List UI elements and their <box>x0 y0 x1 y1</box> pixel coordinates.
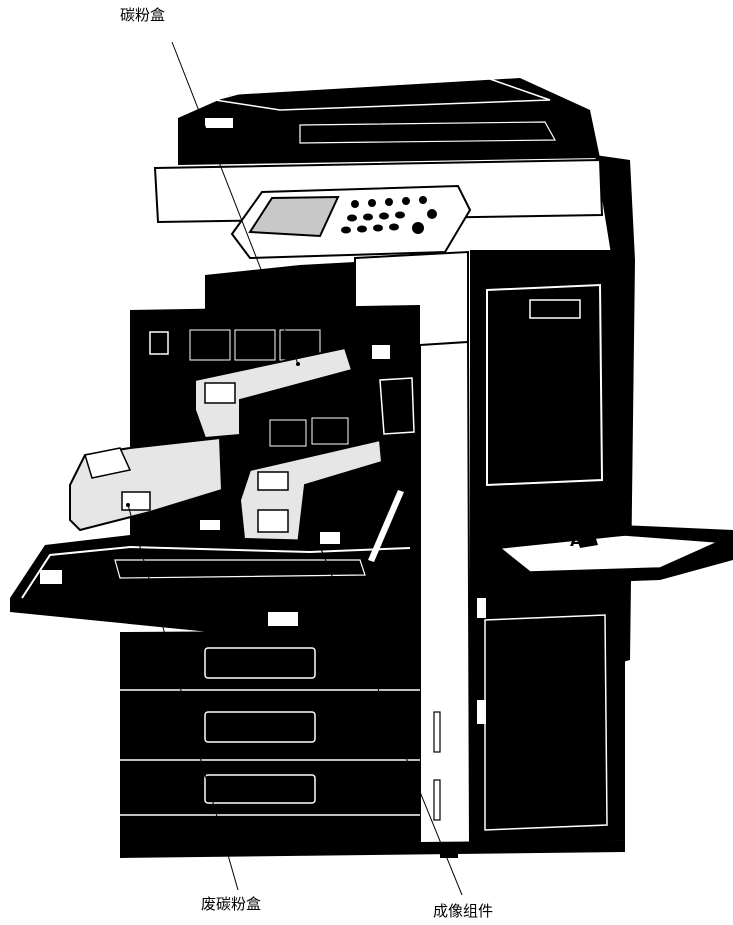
right-latch-2 <box>477 598 486 618</box>
waste-toner-grip <box>122 492 150 510</box>
front-white-column <box>420 342 470 848</box>
right-latch <box>477 700 486 724</box>
door-clip-mid <box>268 612 298 626</box>
label-waste-toner-box: 废碳粉盒 <box>201 897 261 912</box>
leader-dot-imaging <box>304 510 308 514</box>
printer-foot <box>440 850 458 858</box>
door-clip-1 <box>200 520 220 530</box>
column-slot <box>434 712 440 752</box>
bypass-a-mark: A <box>570 531 583 550</box>
leader-dot-waste <box>126 503 130 507</box>
door-clip-left <box>40 570 62 584</box>
label-toner-cartridge: 碳粉盒 <box>120 8 165 23</box>
toner-cartridge-handle <box>205 383 235 403</box>
feeder-latch <box>205 118 233 128</box>
label-imaging-unit: 成像组件 <box>433 904 493 919</box>
leader-dot-toner <box>296 362 300 366</box>
imaging-unit-grip <box>258 510 288 532</box>
column-slot-2 <box>434 780 440 820</box>
document-feeder <box>178 78 600 165</box>
interior-latch-right <box>372 345 390 359</box>
imaging-unit-handle <box>258 472 288 490</box>
door-clip-2 <box>320 532 340 544</box>
